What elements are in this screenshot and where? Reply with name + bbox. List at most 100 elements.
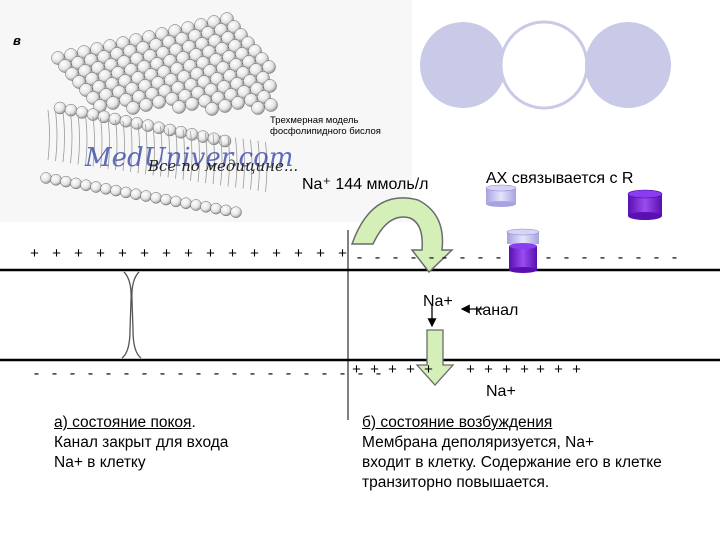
- phospholipid-head: [106, 96, 120, 110]
- state-a-title-suffix: .: [191, 414, 196, 431]
- decor-circle-3: [585, 22, 671, 108]
- ach-small-cylinder: [485, 184, 517, 207]
- phospholipid-head: [40, 172, 52, 184]
- state-a-line3: Na+ в клетку: [54, 454, 146, 471]
- phospholipid-tail: [242, 138, 245, 189]
- phospholipid-head: [120, 186, 132, 199]
- phospholipid-head: [139, 98, 153, 112]
- phospholipid-head: [150, 192, 162, 204]
- right-inner-charges-b: + + + +: [466, 362, 530, 379]
- figure-caption-line2: фосфолипидного бислоя: [270, 126, 381, 137]
- phospholipid-tail: [152, 125, 155, 176]
- state-b-line3: входит в клетку. Содержание его в клетке: [362, 454, 662, 471]
- phospholipid-head: [220, 204, 232, 217]
- phospholipid-head: [172, 100, 186, 114]
- phospholipid-head: [50, 174, 62, 186]
- receptor-purple-top: [627, 189, 663, 220]
- phospholipid-head: [264, 98, 278, 112]
- right-inner-charges-c: + + +: [536, 362, 582, 379]
- phospholipid-tail: [130, 122, 133, 173]
- watermark-subtitle: Все по медицине...: [148, 157, 299, 175]
- phospholipid-tail: [190, 130, 193, 181]
- phospholipid-head: [205, 102, 219, 116]
- phospholipid-head: [140, 190, 152, 202]
- decor-circle-1: [420, 22, 506, 108]
- phospholipid-tail: [107, 118, 110, 169]
- phospholipid-tail: [85, 115, 88, 166]
- left-outer-charges: + + + + + + + + + + + + + + +: [30, 246, 350, 263]
- channel-label: канал: [475, 302, 519, 319]
- phospholipid-tail: [137, 123, 140, 174]
- phospholipid-head: [218, 99, 232, 113]
- phospholipid-tail: [220, 135, 223, 186]
- phospholipid-tail: [145, 124, 148, 175]
- phospholipid-tail: [175, 128, 178, 179]
- state-a-title: а) состояние покоя: [54, 414, 192, 431]
- phospholipid-tail: [160, 126, 163, 177]
- phospholipid-head: [160, 193, 172, 206]
- phospholipid-head: [180, 197, 192, 209]
- phospholipid-head: [75, 106, 89, 119]
- phospholipid-head: [80, 179, 92, 191]
- closed-channel-left-wall: [121, 271, 132, 359]
- phospholipid-head: [130, 188, 142, 200]
- phospholipid-tail: [115, 119, 118, 170]
- phospholipid-tail: [70, 113, 73, 164]
- phospholipid-tail: [257, 140, 260, 191]
- phospholipid-head: [126, 101, 140, 115]
- phospholipid-head: [231, 96, 245, 110]
- phospholipid-heads: [40, 12, 278, 218]
- phospholipid-tail: [182, 129, 185, 180]
- right-outer-charges-c: - - - - - - - -: [544, 250, 680, 267]
- phospholipid-tail: [212, 134, 215, 185]
- phospholipid-tails: [47, 109, 268, 192]
- phospholipid-head: [152, 121, 166, 135]
- phospholipid-head: [100, 183, 112, 195]
- phospholipid-tail: [122, 120, 125, 172]
- na-bottom-label: Na+: [486, 383, 516, 400]
- state-b-description: б) состояние возбуждения Мембрана деполя…: [362, 413, 718, 493]
- right-outer-charges-a: - - - - -: [355, 250, 437, 267]
- figure-caption-line1: Трехмерная модель: [270, 115, 359, 126]
- panel-letter: в: [13, 33, 21, 48]
- na-concentration-label: Na⁺ 144 ммоль/л: [302, 176, 429, 193]
- phospholipid-head: [185, 97, 199, 111]
- state-b-line2: Мембрана деполяризуется, Na+: [362, 434, 595, 451]
- phospholipid-head: [90, 181, 102, 193]
- phospholipid-head: [251, 101, 265, 115]
- phospholipid-head: [174, 125, 188, 139]
- na-entry-down-arrow: [415, 329, 455, 386]
- phospholipid-tail: [62, 112, 65, 163]
- phospholipid-tail: [92, 116, 95, 167]
- phospholipid-tail: [235, 137, 238, 188]
- phospholipid-head: [170, 195, 182, 208]
- phospholipid-head: [263, 79, 277, 93]
- phospholipid-tail: [205, 133, 208, 184]
- watermark: MedUniver.com: [85, 143, 294, 173]
- na-inside-label: Na+: [423, 293, 453, 310]
- phospholipid-tail: [250, 139, 253, 190]
- phospholipid-tail: [47, 109, 50, 161]
- phospholipid-head: [110, 184, 122, 197]
- state-a-line2: Канал закрыт для входа: [54, 434, 229, 451]
- phospholipid-head: [152, 95, 166, 109]
- state-b-line4: транзиторно повышается.: [362, 474, 550, 491]
- receptor-channel-open: [506, 228, 540, 273]
- phospholipid-head: [190, 199, 202, 211]
- phospholipid-tail: [77, 114, 80, 165]
- phospholipid-head: [210, 202, 222, 215]
- closed-channel-right-wall: [131, 271, 142, 359]
- phospholipid-head: [130, 117, 144, 130]
- phospholipid-head: [119, 114, 133, 128]
- phospholipid-tail: [265, 141, 268, 192]
- phospholipid-head: [163, 123, 177, 137]
- phospholipid-tail: [227, 136, 230, 187]
- right-inner-charges-a: + + + + +: [352, 362, 434, 379]
- na-entry-curved-arrow: [350, 197, 454, 274]
- left-inner-charges: - - - - - - - - - - - - - - - - - - - -: [32, 366, 384, 383]
- phospholipid-tail: [55, 111, 58, 162]
- phospholipid-head: [70, 177, 82, 190]
- phospholipid-head: [262, 60, 276, 74]
- state-a-description: а) состояние покоя. Канал закрыт для вхо…: [54, 413, 334, 473]
